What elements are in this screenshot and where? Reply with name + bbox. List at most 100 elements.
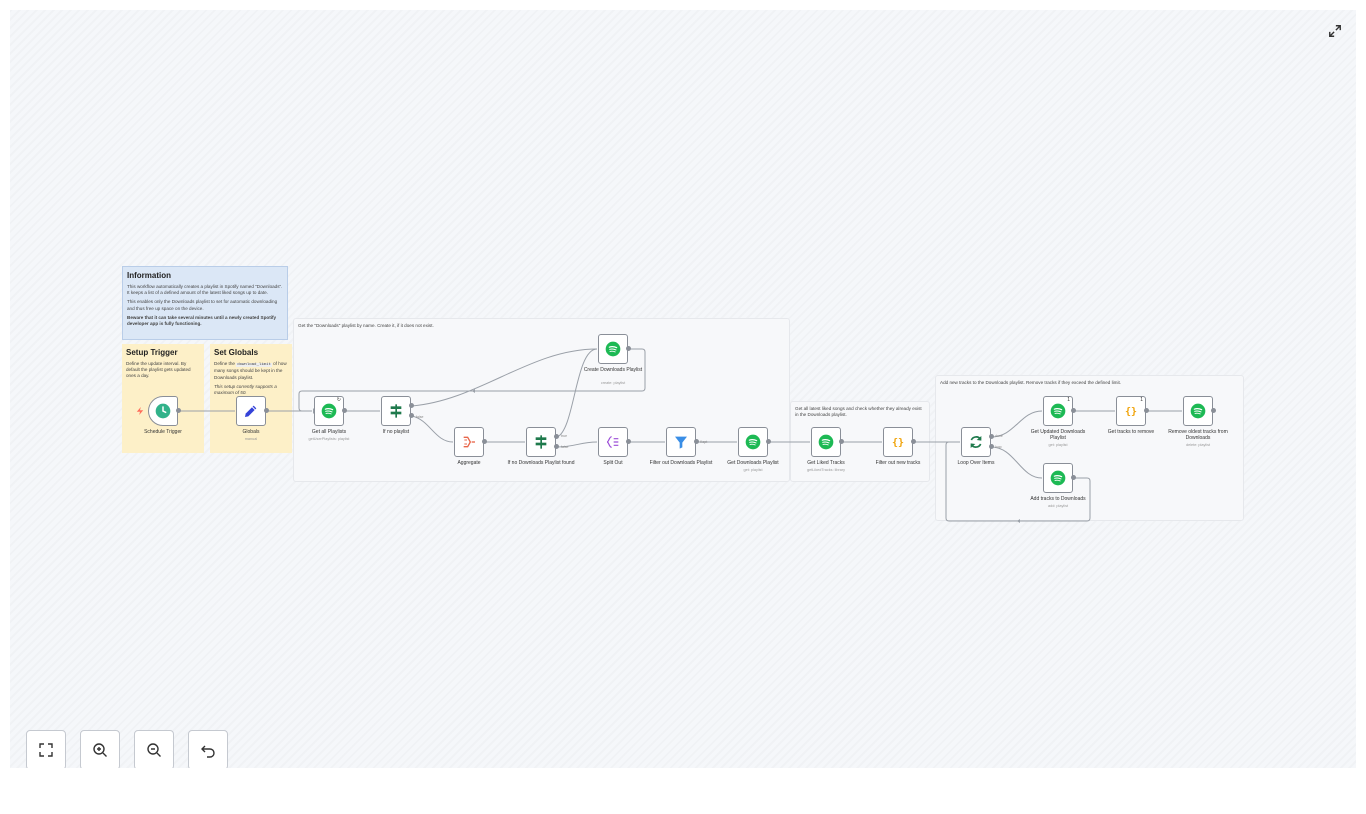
node-aggregate[interactable] bbox=[454, 427, 484, 457]
spotify-icon bbox=[605, 341, 621, 357]
edge-label-loop-done: done bbox=[995, 434, 1003, 438]
spotify-icon bbox=[1050, 403, 1066, 419]
run-count-badge: 1 bbox=[1140, 397, 1143, 403]
sub-add-tracks-to-downloads: add: playlist bbox=[1047, 504, 1069, 508]
loop-badge: ↻ bbox=[336, 397, 341, 403]
aggregate-icon bbox=[463, 436, 475, 448]
sticky-add-text: Add new tracks to the Downloads playlist… bbox=[940, 380, 1122, 385]
node-if-no-playlist[interactable] bbox=[381, 396, 411, 426]
node-get-liked-tracks[interactable] bbox=[811, 427, 841, 457]
sub-remove-oldest-tracks: delete: playlist bbox=[1185, 443, 1211, 447]
reset-zoom-button[interactable] bbox=[188, 730, 228, 768]
spotify-icon bbox=[745, 434, 761, 450]
label-add-tracks-to-downloads: Add tracks to Downloads bbox=[1030, 496, 1086, 502]
edge-label-ifno-true: true bbox=[561, 434, 568, 438]
node-split-out[interactable] bbox=[598, 427, 628, 457]
port-if-true[interactable] bbox=[409, 403, 414, 408]
port-getdl-out[interactable] bbox=[766, 439, 771, 444]
setup-trigger-text: Define the update interval. By default t… bbox=[126, 361, 191, 379]
code-icon: {} bbox=[892, 437, 904, 448]
set-globals-italic: This setup corrently supports a maximum … bbox=[214, 383, 277, 395]
node-get-downloads-playlist[interactable] bbox=[738, 427, 768, 457]
label-filter-out-new-tracks: Filter out new tracks bbox=[875, 460, 921, 466]
label-aggregate: Aggregate bbox=[457, 460, 481, 466]
port-loop-done[interactable] bbox=[989, 434, 994, 439]
branch-icon bbox=[535, 435, 547, 449]
split-icon bbox=[606, 436, 619, 448]
port-gettracks-out[interactable] bbox=[1144, 408, 1149, 413]
node-schedule-trigger[interactable] bbox=[148, 396, 178, 426]
spotify-icon bbox=[1190, 403, 1206, 419]
node-if-no-downloads-playlist-found[interactable] bbox=[526, 427, 556, 457]
node-add-tracks-to-downloads[interactable] bbox=[1043, 463, 1073, 493]
information-title: Information bbox=[127, 271, 171, 280]
edge-label-ifno-false: false bbox=[561, 445, 569, 449]
node-loop-over-items[interactable] bbox=[961, 427, 991, 457]
loop-icon bbox=[970, 436, 982, 448]
port-split-out[interactable] bbox=[626, 439, 631, 444]
label-filter-out-downloads-playlist: Filter out Downloads Playlist bbox=[649, 460, 713, 466]
node-globals[interactable] bbox=[236, 396, 266, 426]
branch-icon bbox=[390, 404, 402, 418]
sub-get-all-playlists: getUserPlaylists: playlist bbox=[308, 437, 350, 441]
svg-text:{}: {} bbox=[1125, 406, 1137, 417]
label-split-out: Split Out bbox=[603, 460, 623, 466]
label-get-tracks-to-remove: Get tracks to remove bbox=[1107, 429, 1155, 435]
fit-view-button[interactable] bbox=[26, 730, 66, 768]
node-filter-out-new-tracks[interactable]: {} bbox=[883, 427, 913, 457]
label-get-updated-downloads-playlist: Get Updated Downloads Playlist bbox=[1030, 429, 1086, 441]
node-create-downloads-playlist[interactable] bbox=[598, 334, 628, 364]
port-loop-loop[interactable] bbox=[989, 444, 994, 449]
label-schedule-trigger: Schedule Trigger bbox=[144, 429, 182, 435]
node-remove-oldest-tracks[interactable] bbox=[1183, 396, 1213, 426]
undo-icon bbox=[201, 745, 215, 758]
fit-view-icon bbox=[39, 743, 53, 757]
port-filter-out[interactable] bbox=[694, 439, 699, 444]
label-remove-oldest-tracks: Remove oldest tracks from Downloads bbox=[1168, 429, 1228, 441]
information-p1: This workflow automatically creates a pl… bbox=[127, 284, 283, 296]
run-count-badge: 1 bbox=[1067, 397, 1070, 403]
set-globals-text-pre: Define the bbox=[214, 361, 235, 366]
port-aggregate-out[interactable] bbox=[482, 439, 487, 444]
filter-icon bbox=[675, 436, 687, 449]
zoom-in-button[interactable] bbox=[80, 730, 120, 768]
port-add-out[interactable] bbox=[1071, 475, 1076, 480]
edge-label-if-false: false bbox=[416, 415, 424, 419]
port-create-out[interactable] bbox=[626, 346, 631, 351]
clock-icon bbox=[155, 403, 171, 419]
port-updated-out[interactable] bbox=[1071, 408, 1076, 413]
node-get-tracks-to-remove[interactable]: {} 1 bbox=[1116, 396, 1146, 426]
sticky-downloads-group[interactable]: Get the "Downloads" playlist by name. Cr… bbox=[293, 318, 790, 482]
node-get-all-playlists[interactable]: ↻ bbox=[314, 396, 344, 426]
zoom-out-icon bbox=[147, 743, 161, 757]
setup-trigger-title: Setup Trigger bbox=[126, 348, 178, 357]
port-liked-out[interactable] bbox=[839, 439, 844, 444]
zoom-in-icon bbox=[93, 743, 107, 757]
set-globals-text: Define the download_limit of how many so… bbox=[214, 361, 288, 381]
node-get-updated-downloads-playlist[interactable]: 1 bbox=[1043, 396, 1073, 426]
set-globals-code: download_limit bbox=[236, 363, 272, 367]
fullscreen-icon[interactable] bbox=[1328, 24, 1342, 38]
sub-create-downloads-playlist: create: playlist bbox=[600, 381, 626, 385]
trigger-bolt-icon bbox=[136, 407, 144, 415]
port-if-false[interactable] bbox=[409, 413, 414, 418]
port-getall-out[interactable] bbox=[342, 408, 347, 413]
zoom-out-button[interactable] bbox=[134, 730, 174, 768]
label-get-liked-tracks: Get Liked Tracks bbox=[807, 460, 845, 466]
port-filternew-out[interactable] bbox=[911, 439, 916, 444]
sub-get-updated-downloads-playlist: get: playlist bbox=[1048, 443, 1068, 447]
node-filter-out-downloads-playlist[interactable] bbox=[666, 427, 696, 457]
port-ifno-true[interactable] bbox=[554, 434, 559, 439]
label-get-all-playlists: Get all Playlists bbox=[311, 429, 347, 435]
label-if-no-playlist: If no playlist bbox=[382, 429, 410, 435]
svg-text:{}: {} bbox=[892, 437, 904, 448]
port-schedule-out[interactable] bbox=[176, 408, 181, 413]
workflow-canvas[interactable]: Get the "Downloads" playlist by name. Cr… bbox=[10, 10, 1356, 768]
information-p3: Beware that it can take several minutes … bbox=[127, 314, 277, 326]
port-remove-out[interactable] bbox=[1211, 408, 1216, 413]
port-ifno-false[interactable] bbox=[554, 444, 559, 449]
sticky-information[interactable]: Information This workflow automatically … bbox=[122, 266, 288, 340]
port-globals-out[interactable] bbox=[264, 408, 269, 413]
pencil-icon bbox=[245, 405, 257, 417]
label-if-no-downloads-playlist-found: If no Downloads Playlist found bbox=[507, 460, 575, 466]
